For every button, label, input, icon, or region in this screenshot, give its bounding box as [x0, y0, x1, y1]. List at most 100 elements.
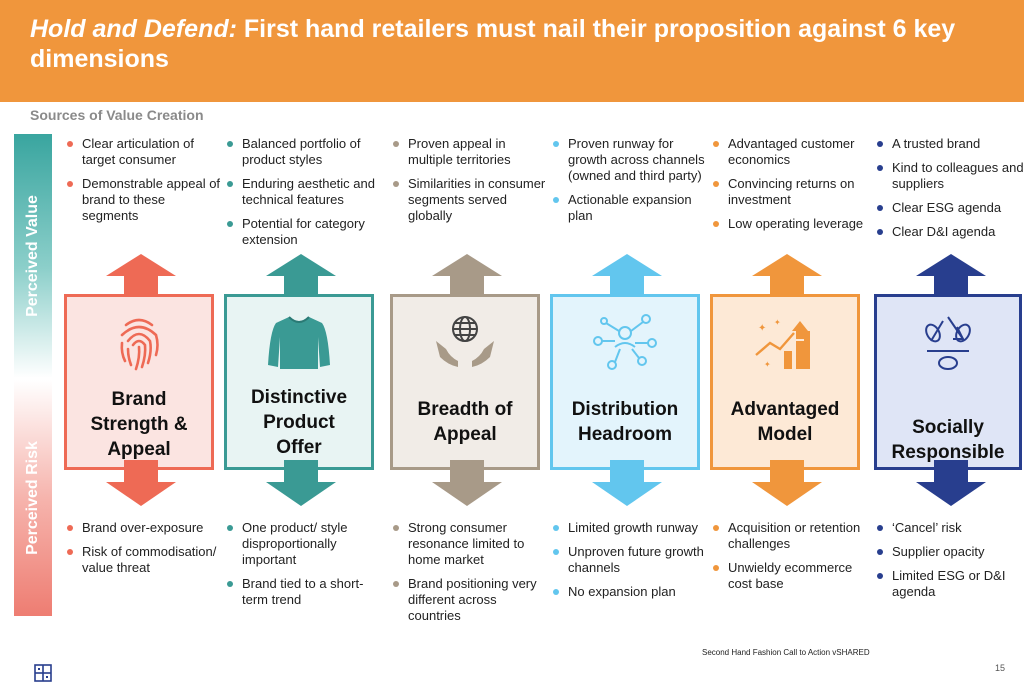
- company-logo-icon: [34, 664, 52, 682]
- label-line: Brand: [111, 389, 167, 410]
- arrow-up-icon: [752, 254, 822, 296]
- label-line: Headroom: [578, 424, 672, 445]
- risk-point: Risk of commodisation/ value threat: [64, 544, 224, 576]
- arrow-up-icon: [106, 254, 176, 296]
- value-point: A trusted brand: [874, 136, 1024, 152]
- risk-point: Brand over-exposure: [64, 520, 224, 536]
- perceived-value-label: Perceived Value: [24, 195, 41, 317]
- title-emphasis: Hold and Defend:: [30, 15, 237, 43]
- value-point: Clear ESG agenda: [874, 200, 1024, 216]
- value-point: Actionable expansion plan: [550, 192, 710, 224]
- value-point: Demonstrable appeal of brand to these se…: [64, 176, 224, 224]
- network-icon: [593, 314, 657, 370]
- risk-point: Supplier opacity: [874, 544, 1014, 560]
- value-point: Balanced portfolio of product styles: [224, 136, 384, 168]
- label-line: Advantaged: [730, 399, 840, 420]
- dimension-box: Socially Responsible: [874, 294, 1022, 470]
- value-point: Clear D&I agenda: [874, 224, 1024, 240]
- risk-list: Strong consumer resonance limited to hom…: [390, 520, 550, 632]
- value-list: Balanced portfolio of product styles End…: [224, 136, 384, 256]
- arrow-up-icon: [266, 254, 336, 296]
- label-line: Appeal: [107, 439, 171, 460]
- growth-chart-icon: ✦ ✦ ✦: [755, 318, 810, 369]
- value-point: Low operating leverage: [710, 216, 870, 232]
- risk-list: One product/ style disproportionally imp…: [224, 520, 384, 616]
- value-point: Convincing returns on investment: [710, 176, 870, 208]
- arrow-up-icon: [916, 254, 986, 296]
- value-list: Advantaged customer economics Convincing…: [710, 136, 870, 240]
- arrow-down-icon: [592, 460, 662, 506]
- arrow-down-icon: [752, 460, 822, 506]
- arrow-down-icon: [266, 460, 336, 506]
- perceived-value-bar: Perceived Value: [14, 134, 52, 378]
- footer-note: Second Hand Fashion Call to Action vSHAR…: [702, 648, 870, 657]
- label-line: Strength &: [90, 414, 188, 435]
- value-point: Proven appeal in multiple territories: [390, 136, 550, 168]
- perceived-risk-label: Perceived Risk: [24, 441, 41, 555]
- value-point: Enduring aesthetic and technical feature…: [224, 176, 384, 208]
- label-line: Distribution: [571, 399, 679, 420]
- risk-point: Strong consumer resonance limited to hom…: [390, 520, 550, 568]
- dimension-box: ✦ ✦ ✦ Advantaged Model: [710, 294, 860, 470]
- risk-point: One product/ style disproportionally imp…: [224, 520, 384, 568]
- value-list: Clear articulation of target consumer De…: [64, 136, 224, 232]
- risk-point: Acquisition or retention challenges: [710, 520, 870, 552]
- value-list: A trusted brand Kind to colleagues and s…: [874, 136, 1024, 248]
- label-line: Socially: [912, 417, 984, 438]
- label-line: Appeal: [433, 424, 497, 445]
- label-line: Model: [757, 424, 813, 445]
- dimension-box: Brand Strength & Appeal: [64, 294, 214, 470]
- fingerprint-icon: [120, 318, 159, 371]
- value-point: Potential for category extension: [224, 216, 384, 248]
- value-list: Proven runway for growth across channels…: [550, 136, 710, 232]
- risk-list: Acquisition or retention challenges Unwi…: [710, 520, 870, 600]
- arrow-down-icon: [106, 460, 176, 506]
- risk-point: No expansion plan: [550, 584, 710, 600]
- dimension-label: Distribution Headroom: [553, 397, 697, 447]
- arrow-up-icon: [432, 254, 502, 296]
- value-point: Similarities in consumer segments served…: [390, 176, 550, 224]
- sources-label: Sources of Value Creation: [30, 107, 204, 123]
- value-point: Proven runway for growth across channels…: [550, 136, 710, 184]
- dimension-label: Breadth of Appeal: [393, 397, 537, 447]
- label-line: Product: [263, 412, 335, 433]
- svg-text:✦: ✦: [764, 360, 771, 369]
- risk-point: ‘Cancel’ risk: [874, 520, 1014, 536]
- page-title: Hold and Defend: First hand retailers mu…: [30, 14, 994, 74]
- dimension-label: Advantaged Model: [713, 397, 857, 447]
- risk-point: Unwieldy ecommerce cost base: [710, 560, 870, 592]
- risk-point: Limited ESG or D&I agenda: [874, 568, 1014, 600]
- header-banner: Hold and Defend: First hand retailers mu…: [0, 0, 1024, 102]
- dimension-label: Socially Responsible: [877, 415, 1019, 465]
- label-line: Distinctive: [250, 387, 348, 408]
- dimension-box: Distinctive Product Offer: [224, 294, 374, 470]
- risk-list: Limited growth runway Unproven future gr…: [550, 520, 710, 608]
- label-line: Responsible: [891, 442, 1005, 463]
- value-list: Proven appeal in multiple territories Si…: [390, 136, 550, 232]
- risk-list: Brand over-exposure Risk of commodisatio…: [64, 520, 224, 584]
- title-rest: First hand retailers must nail their pro…: [30, 15, 956, 73]
- svg-text:✦: ✦: [758, 323, 766, 334]
- risk-list: ‘Cancel’ risk Supplier opacity Limited E…: [874, 520, 1014, 608]
- value-point: Clear articulation of target consumer: [64, 136, 224, 168]
- value-point: Advantaged customer economics: [710, 136, 870, 168]
- sweater-icon: [268, 316, 330, 369]
- dimension-box: Distribution Headroom: [550, 294, 700, 470]
- arrow-up-icon: [592, 254, 662, 296]
- label-line: Offer: [276, 437, 322, 458]
- label-line: Breadth of: [417, 399, 513, 420]
- arrow-down-icon: [916, 460, 986, 506]
- risk-point: Brand positioning very different across …: [390, 576, 550, 624]
- dimension-label: Distinctive Product Offer: [227, 385, 371, 460]
- perceived-risk-bar: Perceived Risk: [14, 380, 52, 616]
- dimension-label: Brand Strength & Appeal: [67, 387, 211, 462]
- risk-point: Unproven future growth channels: [550, 544, 710, 576]
- page-number: 15: [995, 663, 1006, 673]
- globe-in-hands-icon: [436, 316, 494, 367]
- arrow-down-icon: [432, 460, 502, 506]
- risk-point: Brand tied to a short-term trend: [224, 576, 384, 608]
- dimension-box: Breadth of Appeal: [390, 294, 540, 470]
- recycle-leaves-icon: [925, 316, 971, 370]
- value-point: Kind to colleagues and suppliers: [874, 160, 1024, 192]
- svg-text:✦: ✦: [774, 318, 781, 327]
